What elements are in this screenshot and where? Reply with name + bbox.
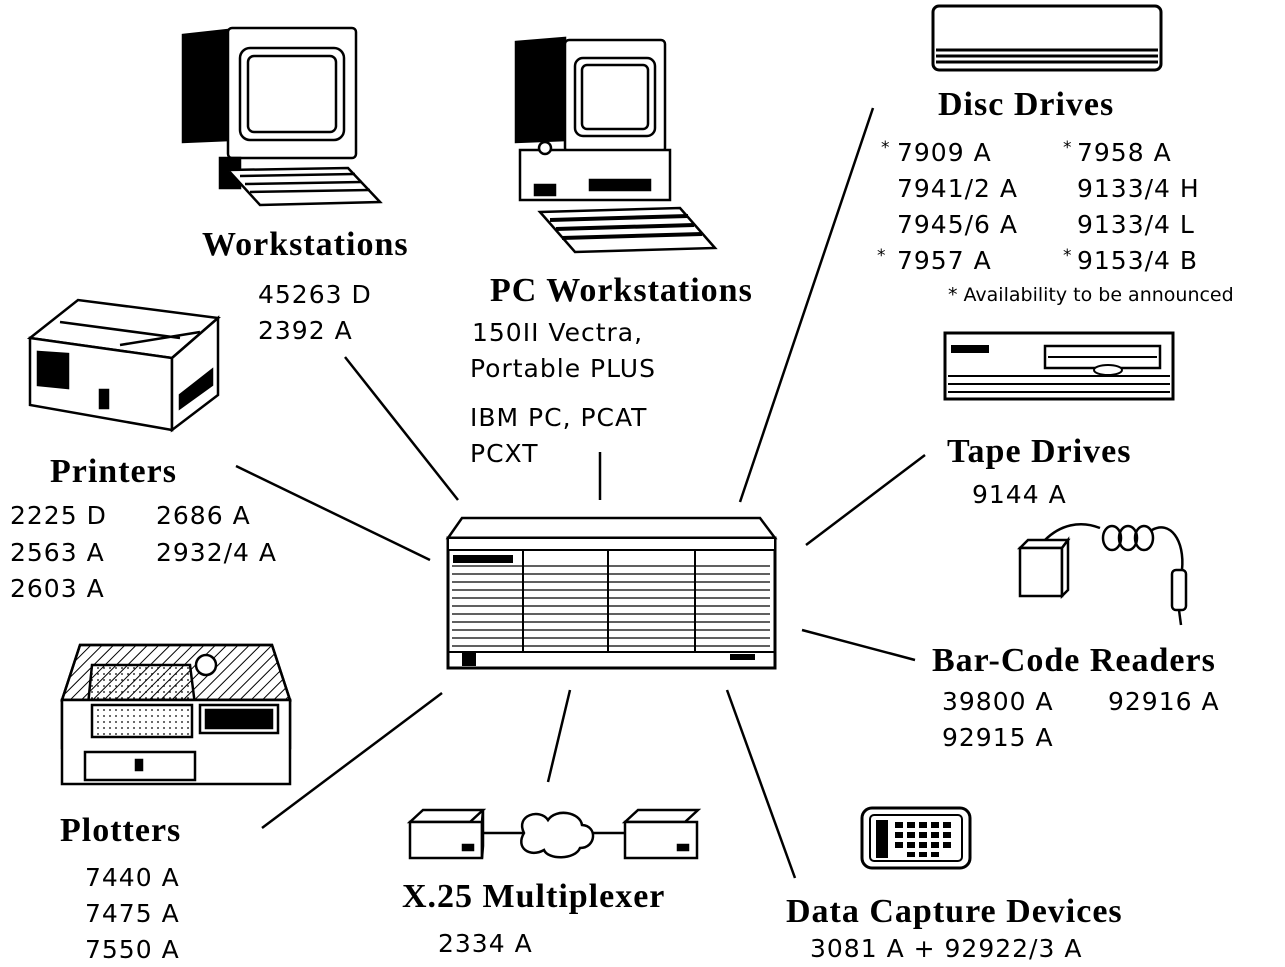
disc-drives-title: Disc Drives [938, 86, 1115, 123]
barcode-reader-model: 92916 A [1108, 687, 1220, 716]
pc-workstations-line: PCXT [470, 439, 539, 468]
multiplexer-title: X.25 Multiplexer [402, 878, 666, 915]
printers-title: Printers [50, 453, 177, 490]
disc-drives-footnote: * Availability to be announced [948, 284, 1234, 306]
workstation-terminal-icon [181, 26, 383, 207]
barcode-reader-icon [1016, 523, 1188, 626]
availability-marker: * [1063, 246, 1072, 266]
plotter-icon [60, 643, 292, 786]
disc-drive-model: 7945/6 A [897, 210, 1019, 239]
disc-drive-model: 7909 A [897, 138, 992, 167]
printer-model: 2225 D [10, 501, 107, 530]
pc-workstations-line: 150II Vectra, [472, 318, 644, 347]
data-capture-model: 3081 A + 92922/3 A [810, 934, 1083, 963]
tape-drives-title: Tape Drives [947, 433, 1132, 470]
host-computer-icon [445, 516, 778, 670]
barcode-reader-model: 39800 A [942, 687, 1054, 716]
disc-drive-model: 9153/4 B [1077, 246, 1199, 275]
availability-marker: * [877, 246, 886, 266]
pc-workstations-title: PC Workstations [490, 272, 753, 309]
disc-drive-icon [931, 4, 1163, 72]
plotter-model: 7475 A [85, 899, 180, 928]
connector-plotters [261, 692, 443, 829]
disc-drive-model: 9133/4 L [1077, 210, 1195, 239]
workstations-model: 2392 A [258, 316, 353, 345]
tape-drive-model: 9144 A [972, 480, 1067, 509]
printer-model: 2686 A [156, 501, 251, 530]
availability-marker: * [881, 138, 890, 158]
plotter-model: 7440 A [85, 863, 180, 892]
connector-printers [235, 464, 431, 562]
disc-drive-model: 7941/2 A [897, 174, 1019, 203]
printer-icon [26, 298, 221, 433]
printer-model: 2603 A [10, 574, 105, 603]
connector-data-capture [725, 689, 797, 879]
connector-disc-drives [738, 107, 875, 503]
plotters-title: Plotters [60, 812, 182, 849]
disc-drive-model: 9133/4 H [1077, 174, 1200, 203]
printer-model: 2563 A [10, 538, 105, 567]
multiplexer-icon [406, 808, 702, 860]
multiplexer-model: 2334 A [438, 929, 533, 958]
workstations-model: 45263 D [258, 280, 372, 309]
barcode-reader-model: 92915 A [942, 723, 1054, 752]
plotter-model: 7550 A [85, 935, 180, 964]
connector-barcode-readers [801, 628, 916, 662]
availability-marker: * [1063, 138, 1072, 158]
connector-lines [235, 107, 926, 879]
connector-tape-drives [805, 454, 926, 546]
data-capture-device-icon [860, 806, 972, 870]
connector-workstations [344, 356, 459, 501]
disc-drive-model: 7958 A [1077, 138, 1172, 167]
barcode-readers-title: Bar-Code Readers [932, 642, 1216, 679]
workstations-title: Workstations [202, 226, 409, 263]
disc-drive-model: 7957 A [897, 246, 992, 275]
pc-workstation-icon [514, 36, 718, 254]
connector-multiplexer [546, 689, 572, 783]
printer-model: 2932/4 A [156, 538, 278, 567]
pc-workstations-line: Portable PLUS [470, 354, 656, 383]
tape-drive-icon [943, 331, 1175, 401]
data-capture-title: Data Capture Devices [786, 893, 1123, 930]
pc-workstations-line: IBM PC, PCAT [470, 403, 648, 432]
